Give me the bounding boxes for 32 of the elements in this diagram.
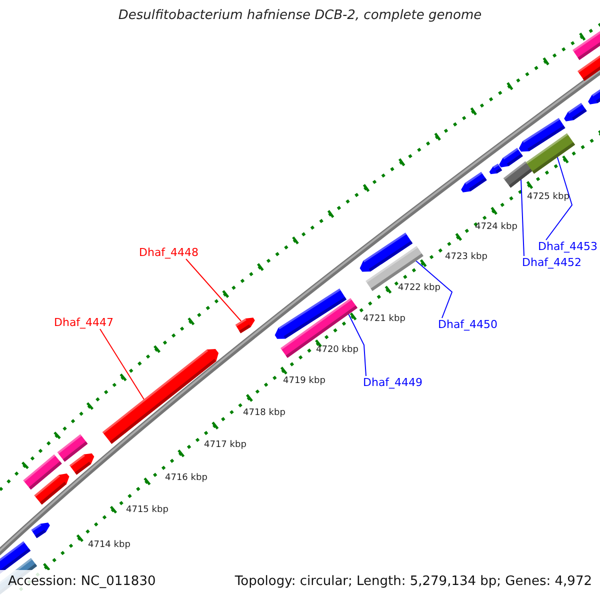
position-label: 4722 kbp (398, 283, 440, 294)
gene-label: Dhaf_4452 (522, 256, 582, 269)
position-label: 4720 kbp (316, 345, 358, 356)
gene-label: Dhaf_4449 (363, 376, 423, 389)
gene-feature (503, 161, 533, 188)
gene-label: Dhaf_4447 (54, 316, 114, 329)
accession-text: Accession: NC_011830 (8, 574, 156, 590)
genome-info-text: Topology: circular; Length: 5,279,134 bp; Genes: 4,972 (234, 574, 592, 590)
gene-feature (366, 246, 424, 291)
position-label: 4724 kbp (475, 222, 518, 233)
gene-feature (280, 298, 358, 358)
position-label: 4723 kbp (445, 252, 488, 263)
leader-line (348, 312, 366, 376)
position-label: 4725 kbp (527, 192, 570, 203)
position-label: 4718 kbp (243, 408, 286, 419)
gene-label: Dhaf_4448 (139, 246, 199, 259)
leader-line (520, 178, 524, 256)
leader-line (546, 156, 573, 240)
diagram-title: Desulfitobacterium hafniense DCB-2, complete genome (117, 8, 483, 23)
leader-line (186, 258, 242, 322)
position-label: 4721 kbp (363, 314, 406, 325)
position-label: 4714 kbp (88, 540, 130, 551)
gene-feature (235, 318, 255, 334)
gene-label: Dhaf_4450 (438, 318, 498, 331)
position-label: 4719 kbp (283, 376, 326, 387)
position-label: 4717 kbp (204, 440, 246, 451)
gene-label: Dhaf_4453 (538, 240, 598, 253)
leader-line (100, 328, 146, 402)
position-label: 4716 kbp (165, 473, 208, 484)
gene-feature (526, 133, 576, 174)
leader-line (414, 260, 453, 318)
position-label: 4715 kbp (126, 505, 168, 516)
